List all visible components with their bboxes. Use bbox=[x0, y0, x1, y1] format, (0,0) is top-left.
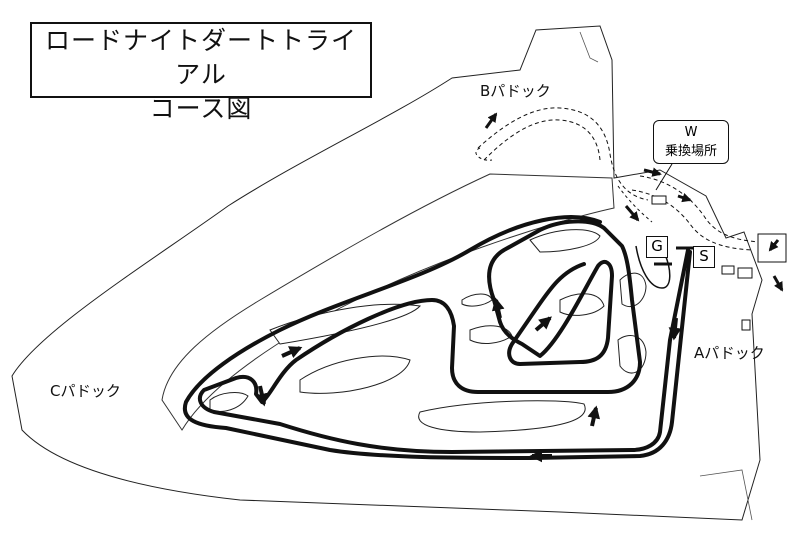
infield-island bbox=[418, 400, 586, 433]
site-boundary bbox=[11, 25, 763, 521]
infield-island bbox=[617, 335, 647, 374]
b-paddock-spur bbox=[475, 147, 493, 161]
transfer-label: 乗換場所 bbox=[664, 144, 717, 159]
transfer-leader-line bbox=[655, 163, 673, 191]
course-track-outer bbox=[182, 215, 692, 460]
entry-lane bbox=[617, 185, 653, 223]
infield-island bbox=[461, 293, 493, 307]
goal-marker: G bbox=[646, 236, 668, 258]
infield-island bbox=[529, 229, 601, 253]
direction-arrow bbox=[772, 275, 784, 292]
infield-boundary bbox=[161, 173, 615, 431]
map-title: ロードナイトダートトライアル コース図 bbox=[30, 22, 372, 123]
b-paddock-road bbox=[477, 107, 649, 201]
direction-arrow bbox=[668, 317, 682, 341]
direction-arrow bbox=[491, 297, 505, 319]
c-paddock-label: Cパドック bbox=[50, 382, 121, 400]
direction-arrow bbox=[677, 193, 692, 203]
title-line-1: ロードナイトダートトライアル bbox=[44, 26, 357, 89]
direction-arrow bbox=[587, 405, 601, 427]
b-paddock-label: Bパドック bbox=[480, 82, 551, 100]
direction-arrow bbox=[281, 346, 303, 359]
building bbox=[651, 195, 667, 205]
infield-island bbox=[209, 392, 249, 412]
infield-island bbox=[299, 355, 411, 394]
b-paddock-road-inner bbox=[483, 119, 601, 161]
direction-arrow bbox=[624, 205, 640, 222]
building bbox=[721, 265, 735, 275]
title-line-2: コース図 bbox=[149, 94, 253, 123]
transfer-point-callout: W 乗換場所 bbox=[653, 120, 729, 164]
direction-arrow bbox=[643, 167, 662, 177]
a-paddock-edge bbox=[699, 469, 753, 521]
direction-arrow bbox=[255, 385, 269, 407]
course-track bbox=[197, 219, 690, 454]
building bbox=[737, 267, 753, 279]
direction-arrow bbox=[768, 239, 780, 252]
direction-arrow bbox=[534, 316, 552, 332]
a-paddock-label: Aパドック bbox=[694, 344, 765, 362]
transfer-road-outer bbox=[639, 175, 761, 243]
start-marker: S bbox=[693, 246, 715, 268]
boundary-inner-edge bbox=[579, 31, 599, 63]
goal-loop bbox=[635, 245, 671, 289]
direction-arrow bbox=[484, 112, 498, 129]
infield-island bbox=[559, 293, 605, 316]
transfer-code: W bbox=[684, 125, 698, 140]
building bbox=[741, 319, 751, 331]
